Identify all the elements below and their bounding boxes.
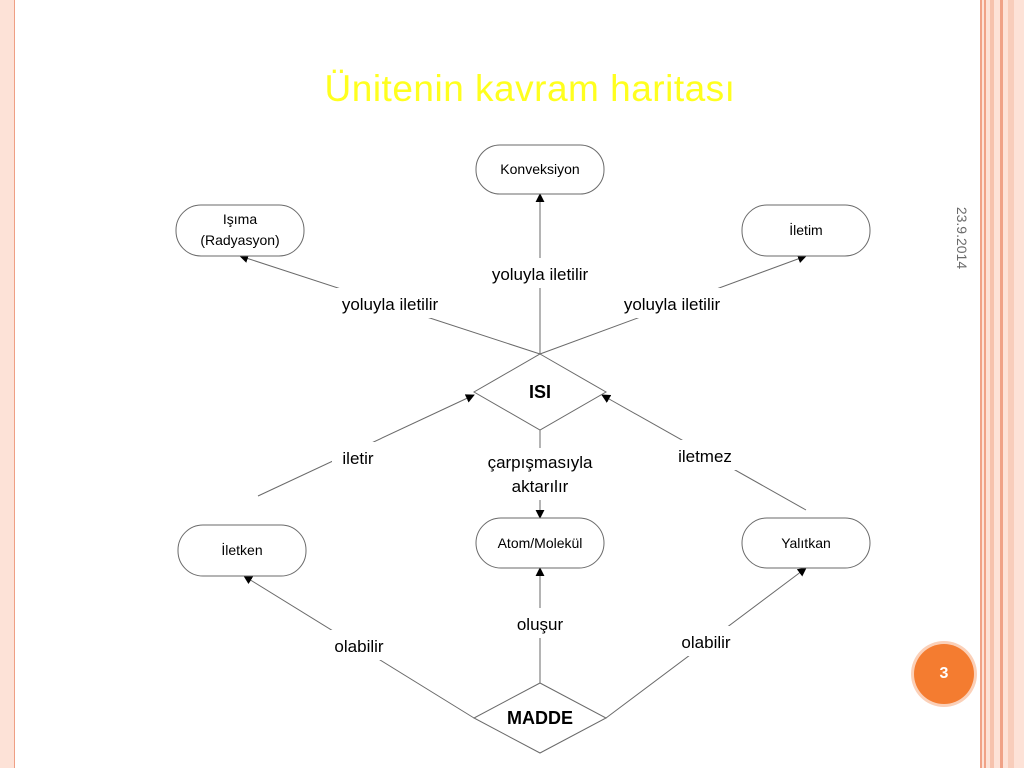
page-number-badge: 3 bbox=[914, 644, 974, 704]
label-bg bbox=[322, 630, 396, 660]
border-stripe bbox=[984, 0, 986, 768]
hub-madde: MADDE bbox=[472, 682, 608, 754]
node-iletim bbox=[741, 204, 871, 257]
node-isima bbox=[175, 204, 305, 257]
node-konveksiyon-label: Konveksiyon bbox=[500, 161, 579, 177]
label-bg bbox=[332, 442, 388, 472]
label-bg bbox=[468, 448, 612, 500]
edge-label-iletir: iletir bbox=[342, 449, 374, 468]
label-bg bbox=[606, 288, 738, 318]
edge-label-isima: yoluyla iletilir bbox=[342, 295, 439, 314]
node-iletken bbox=[177, 524, 307, 577]
border-stripe bbox=[1008, 0, 1014, 768]
node-isima-label-2: (Radyasyon) bbox=[200, 232, 279, 248]
edge-label-iletmez: iletmez bbox=[678, 447, 732, 466]
label-bg bbox=[666, 440, 744, 470]
node-yalitkan-label: Yalıtkan bbox=[781, 535, 831, 551]
edge-label-carpisma-2: aktarılır bbox=[512, 477, 569, 496]
node-iletken-label: İletken bbox=[221, 541, 262, 558]
node-atom-label: Atom/Molekül bbox=[498, 535, 583, 551]
label-bg bbox=[324, 288, 456, 318]
hub-isi: ISI bbox=[472, 353, 608, 431]
node-konveksiyon bbox=[475, 144, 605, 195]
node-iletim-label: İletim bbox=[789, 221, 822, 238]
label-bg bbox=[474, 258, 606, 288]
node-isima-label-1: Işıma bbox=[223, 211, 257, 227]
border-stripe bbox=[980, 0, 982, 768]
right-decorative-border bbox=[980, 0, 1024, 768]
label-bg bbox=[504, 608, 578, 638]
edge-label-olabilir-right: olabilir bbox=[681, 633, 730, 652]
edge-label-iletim: yoluyla iletilir bbox=[624, 295, 721, 314]
edge-label-olusur: oluşur bbox=[517, 615, 564, 634]
border-stripe bbox=[990, 0, 994, 768]
edge-label-olabilir-left: olabilir bbox=[334, 637, 383, 656]
hub-madde-label: MADDE bbox=[507, 708, 573, 728]
left-border-line bbox=[14, 0, 15, 768]
edge-label-carpisma-1: çarpışmasıyla bbox=[488, 453, 593, 472]
slide-title: Ünitenin kavram haritası bbox=[324, 68, 736, 109]
edge-label-konveksiyon: yoluyla iletilir bbox=[492, 265, 589, 284]
node-yalitkan bbox=[741, 517, 871, 569]
hub-isi-label: ISI bbox=[529, 382, 551, 402]
node-atom bbox=[475, 517, 605, 569]
border-stripe bbox=[1000, 0, 1003, 768]
label-bg bbox=[668, 626, 744, 656]
